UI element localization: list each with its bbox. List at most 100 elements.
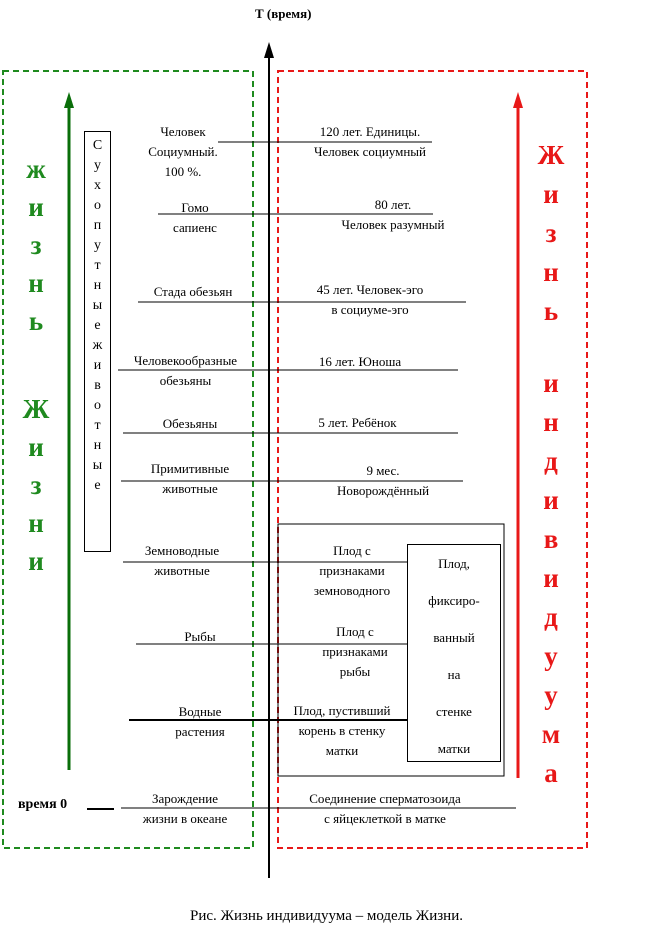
fetus-box-line: ванный <box>433 630 475 645</box>
letter: н <box>93 278 102 293</box>
green-dashed-frame <box>2 70 254 849</box>
letter: и <box>543 563 559 593</box>
label-line: растения <box>175 724 225 739</box>
letter: и <box>28 192 44 222</box>
evolution-label-great-apes: Человекообразные обезьяны <box>113 351 258 391</box>
evolution-label-social-human: Человек Социумный. 100 %. <box>128 122 238 182</box>
letter: д <box>544 446 558 476</box>
letter: н <box>28 508 44 538</box>
label-line: Человек <box>160 124 206 139</box>
label-line: Плод, пустивший <box>293 703 391 718</box>
left-vertical-word-1: ж и з н ь <box>22 150 50 340</box>
letter: х <box>94 178 101 193</box>
label-line: Земноводные <box>144 543 220 558</box>
left-vertical-word-2: Ж и з н и <box>22 390 50 580</box>
letter: а <box>544 758 558 788</box>
letter: ь <box>28 306 44 336</box>
fetus-box-line: на <box>447 667 461 682</box>
label-line: Новорождённый <box>336 483 430 498</box>
letter: и <box>28 432 44 462</box>
label-line: Рыбы <box>184 629 216 644</box>
stage-label-80-years: 80 лет. Человек разумный <box>318 195 468 235</box>
letter: е <box>94 478 101 493</box>
letter: н <box>543 257 559 287</box>
label-line: признаками <box>322 644 388 659</box>
label-line: Примитивные <box>150 461 230 476</box>
red-dashed-frame <box>277 70 588 849</box>
time-zero-label: время 0 <box>18 797 68 812</box>
evolution-label-primitive-animals: Примитивные животные <box>130 459 250 499</box>
axis-title: Т (время) <box>255 6 312 21</box>
label-line: Зарождение <box>151 791 218 806</box>
letter: ь <box>543 296 559 326</box>
letter: т <box>94 418 101 433</box>
letter: и <box>28 546 44 576</box>
label-line: 9 мес. <box>366 463 400 478</box>
letter: и <box>93 358 102 373</box>
letter: у <box>94 238 101 253</box>
label-line: корень в стенку <box>298 723 386 738</box>
stage-label-amphibian-fetus: Плод с признаками земноводного <box>297 541 407 601</box>
label-line: 120 лет. Единицы. <box>319 124 421 139</box>
label-line: Плод с <box>336 624 374 639</box>
evolution-label-fish: Рыбы <box>160 627 240 647</box>
label-line: земноводного <box>313 583 391 598</box>
letter: у <box>544 641 558 671</box>
label-line: животные <box>162 481 218 496</box>
evolution-label-apes: Обезьяны <box>140 414 240 434</box>
label-line: рыбы <box>339 664 371 679</box>
letter: е <box>94 318 101 333</box>
letter: з <box>30 470 42 500</box>
letter: н <box>93 438 102 453</box>
label-line: Водные <box>178 704 222 719</box>
letter: в <box>543 524 559 554</box>
time-axis-arrowhead <box>264 42 274 58</box>
fixed-fetus-box: Плод, фиксиро- ванный на стенке матки <box>407 544 501 762</box>
right-vertical-word-2: и н д и в и д у у м а <box>536 364 566 793</box>
evolution-label-ape-herds: Стада обезьян <box>133 282 253 302</box>
letter: ы <box>92 298 103 313</box>
fetus-box-line: стенке <box>436 704 472 719</box>
label-line: Обезьяны <box>162 416 218 431</box>
label-line: Плод с <box>333 543 371 558</box>
letter: ж <box>92 338 103 353</box>
label-line: с яйцеклеткой в матке <box>324 811 446 826</box>
letter: ж <box>26 154 46 184</box>
stage-label-5-years: 5 лет. Ребёнок <box>300 413 415 433</box>
label-line: 100 %. <box>164 164 202 179</box>
stage-label-rooted-fetus: Плод, пустивший корень в стенку матки <box>280 701 404 761</box>
label-line: в социуме-эго <box>331 302 409 317</box>
label-line: Гомо <box>181 200 209 215</box>
label-line: 80 лет. <box>374 197 412 212</box>
stage-label-conception: Соединение сперматозоида с яйцеклеткой в… <box>285 789 485 829</box>
stage-label-45-years: 45 лет. Человек-эго в социуме-эго <box>290 280 450 320</box>
label-line: Соединение сперматозоида <box>309 791 461 806</box>
figure-caption: Рис. Жизнь индивидуума – модель Жизни. <box>190 908 463 924</box>
label-line: сапиенс <box>173 220 217 235</box>
label-line: 5 лет. Ребёнок <box>318 415 397 430</box>
letter: Ж <box>22 394 50 424</box>
letter: з <box>545 218 557 248</box>
letter: п <box>93 218 102 233</box>
letter: н <box>28 268 44 298</box>
stage-label-9-months: 9 мес. Новорождённый <box>318 461 448 501</box>
fetus-box-line: Плод, <box>438 556 470 571</box>
stage-label-120-years: 120 лет. Единицы. Человек социумный <box>290 122 450 162</box>
evolution-label-amphibians: Земноводные животные <box>127 541 237 581</box>
stage-label-16-years: 16 лет. Юноша <box>300 352 420 372</box>
label-line: Социумный. <box>148 144 218 159</box>
letter: в <box>94 378 101 393</box>
letter: С <box>92 138 103 153</box>
letter: и <box>543 179 559 209</box>
letter: з <box>30 230 42 260</box>
letter: т <box>94 258 101 273</box>
label-line: 16 лет. Юноша <box>318 354 402 369</box>
stage-label-fish-fetus: Плод с признаками рыбы <box>305 622 405 682</box>
letter: д <box>544 602 558 632</box>
label-line: Человекообразные <box>133 353 238 368</box>
label-line: Человек социумный <box>314 144 426 159</box>
letter: Ж <box>537 140 565 170</box>
label-line: Стада обезьян <box>153 284 233 299</box>
letter: м <box>541 719 561 749</box>
